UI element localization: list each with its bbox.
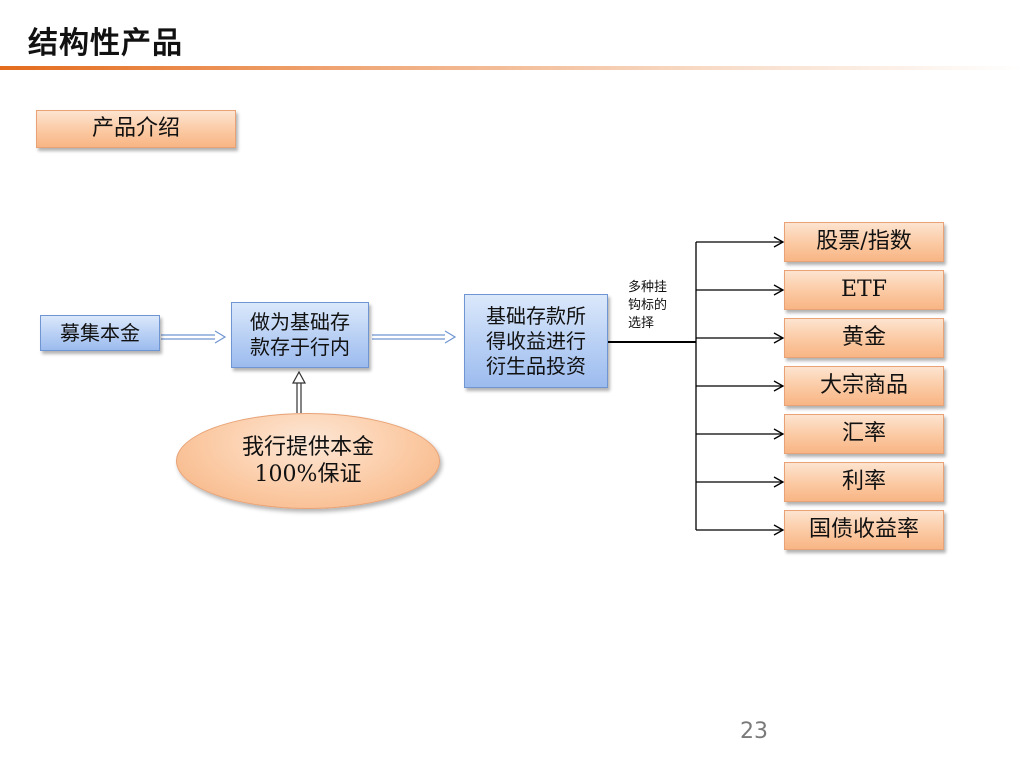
underlying-commodities: 大宗商品 bbox=[784, 366, 944, 406]
slide-title: 结构性产品 bbox=[28, 26, 183, 61]
invest-line-2: 得收益进行 bbox=[486, 328, 586, 353]
raise-capital-box: 募集本金 bbox=[40, 315, 160, 351]
underlying-gold: 黄金 bbox=[784, 318, 944, 358]
underlying-treasury-yield: 国债收益率 bbox=[784, 510, 944, 550]
deposit-line-1: 做为基础存 bbox=[250, 310, 350, 334]
underlying-interest-rate: 利率 bbox=[784, 462, 944, 502]
arrow-guarantee-to-deposit bbox=[291, 370, 307, 413]
underlying-stocks-index: 股票/指数 bbox=[784, 222, 944, 262]
guarantee-line-2: 100%保证 bbox=[254, 462, 362, 487]
page-number: 23 bbox=[740, 719, 768, 744]
arrow-deposit-to-invest bbox=[372, 330, 457, 344]
derivative-investment-box: 基础存款所 得收益进行 衍生品投资 bbox=[464, 294, 608, 388]
underlying-fx: 汇率 bbox=[784, 414, 944, 454]
linked-underlying-note: 多种挂 钩标的 选择 bbox=[628, 279, 684, 333]
note-line-1: 多种挂 bbox=[628, 280, 668, 295]
section-label: 产品介绍 bbox=[36, 110, 236, 148]
arrow-raise-to-deposit bbox=[161, 330, 227, 344]
note-line-3: 选择 bbox=[628, 316, 655, 331]
deposit-box: 做为基础存 款存于行内 bbox=[231, 302, 369, 368]
guarantee-line-1: 我行提供本金 bbox=[241, 434, 374, 460]
invest-line-1: 基础存款所 bbox=[486, 303, 586, 328]
deposit-line-2: 款存于行内 bbox=[250, 335, 350, 359]
note-line-2: 钩标的 bbox=[628, 298, 668, 313]
principal-guarantee-ellipse: 我行提供本金 100%保证 bbox=[176, 413, 440, 509]
invest-line-3: 衍生品投资 bbox=[486, 353, 586, 378]
title-underline bbox=[0, 66, 1024, 70]
underlying-etf: ETF bbox=[784, 270, 944, 310]
